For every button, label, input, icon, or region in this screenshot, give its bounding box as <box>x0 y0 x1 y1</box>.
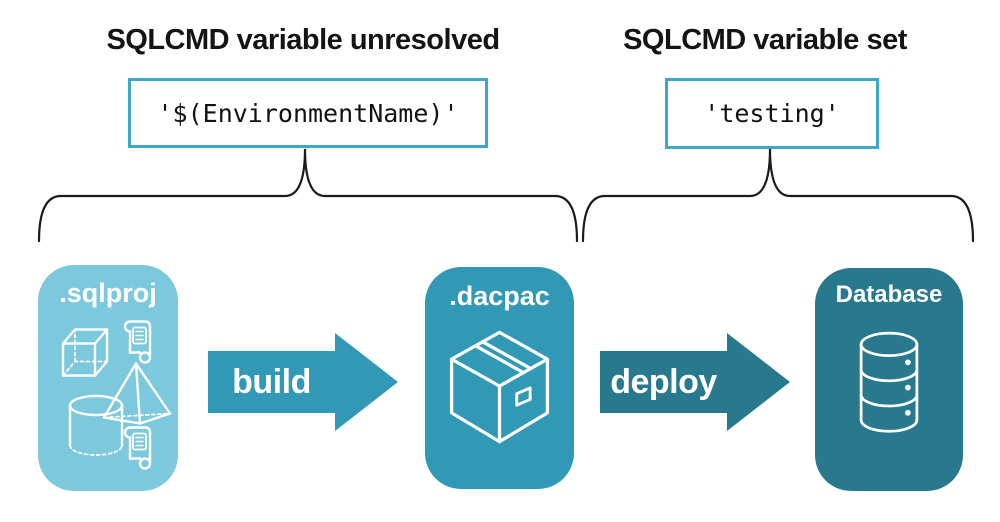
cylinder-icon <box>68 394 124 456</box>
stage-label-dacpac: .dacpac <box>449 281 550 311</box>
build-arrow-label: build <box>232 362 311 401</box>
brace-right <box>581 148 975 243</box>
deploy-arrow: deploy <box>600 333 790 431</box>
deploy-arrow-label: deploy <box>610 362 717 401</box>
heading-sqlcmd-unresolved: SQLCMD variable unresolved <box>106 23 500 56</box>
code-box-testing-value: 'testing' <box>665 78 879 149</box>
build-arrow-shape <box>208 333 398 431</box>
database-icon <box>859 331 919 433</box>
cube-icon <box>61 328 109 377</box>
stage-label-database: Database <box>835 281 943 308</box>
scroll-icon <box>123 320 152 364</box>
stage-label-sqlproj: .sqlproj <box>59 278 157 308</box>
deploy-arrow-shape <box>600 333 790 431</box>
code-text-environment-variable: '$(EnvironmentName)' <box>157 98 459 128</box>
code-text-testing-value: 'testing' <box>704 99 840 128</box>
brace-left <box>37 148 579 243</box>
build-arrow: build <box>208 333 398 431</box>
package-icon <box>449 330 550 444</box>
scroll-icon <box>123 426 152 470</box>
stage-card-database: Database <box>815 268 963 491</box>
pyramid-icon <box>102 362 172 425</box>
stage-card-dacpac: .dacpac <box>425 267 574 489</box>
stage-card-sqlproj: .sqlproj <box>38 265 178 491</box>
sql-objects-icon <box>61 320 172 470</box>
code-box-environment-variable: '$(EnvironmentName)' <box>128 78 488 148</box>
heading-sqlcmd-set: SQLCMD variable set <box>623 23 907 56</box>
